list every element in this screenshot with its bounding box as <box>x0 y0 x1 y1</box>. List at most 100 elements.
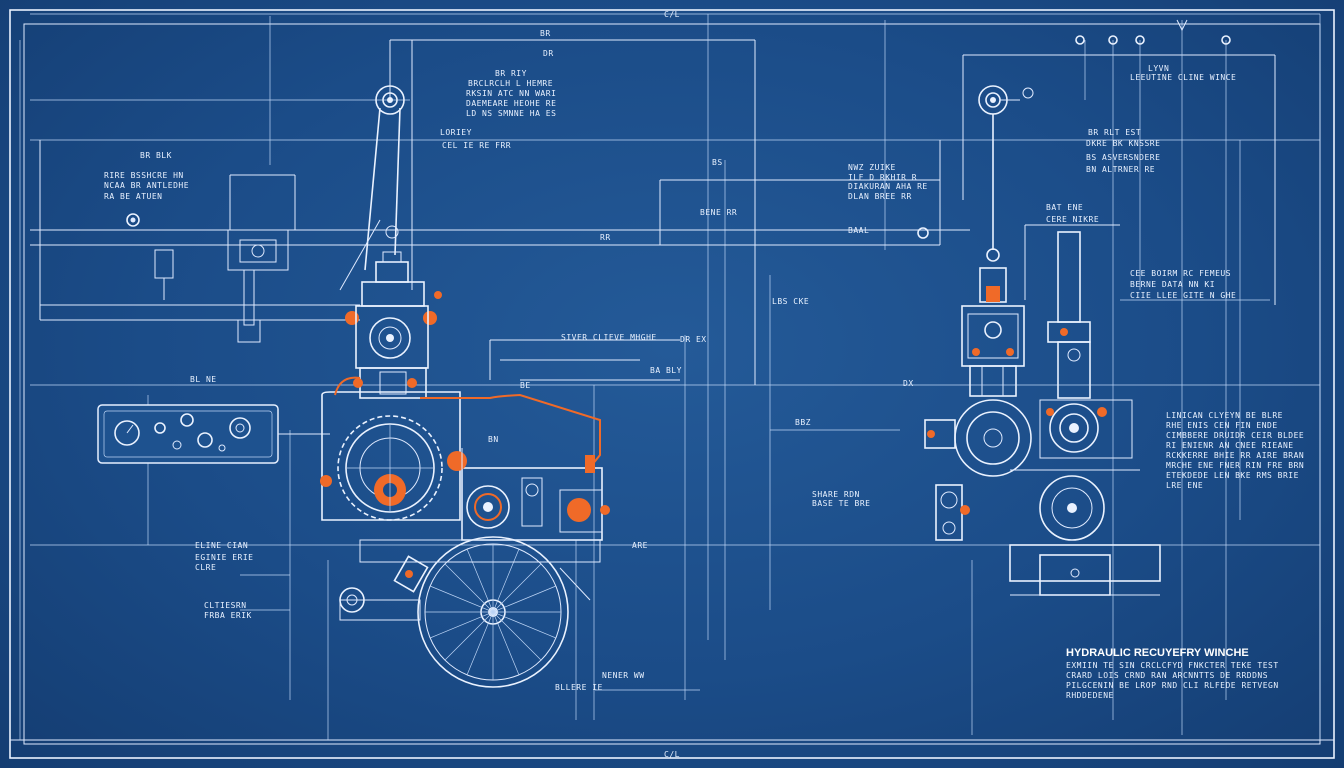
dimension-label: DX <box>903 379 914 388</box>
title-note-3: RHDDEDENE <box>1066 691 1114 700</box>
title-note-1: CRARD LOIS CRND RAN ARCNNTTS DE RRDDNS <box>1066 671 1268 680</box>
dimension-label: BE <box>520 381 531 390</box>
right-hydraulic-assembly <box>924 267 1032 541</box>
annotation-a14-line-0: SHARE RDN <box>812 490 860 499</box>
annotation-a12-line-1: FRBA ERIK <box>204 611 252 620</box>
annotation-a11-line-2: CLRE <box>195 563 216 572</box>
annotation-a2-line-0: LORIEY <box>440 128 472 137</box>
annotation-a4-line-2: DIAKURAN AHA RE <box>848 182 928 191</box>
annotation-a9-line-6: ETEKDEDE LEN BKE RMS BRIE <box>1166 471 1299 480</box>
annotation-a3-line-2: NCAA BR ANTLEDHE <box>104 181 189 190</box>
annotation-a8: CEE BOIRM RC FEMEUS BERNE DATA NN KI CII… <box>1130 269 1236 300</box>
title-note-2: PILGCENIN BE LROP RND CLI RLFEDE RETVEGN <box>1066 681 1279 690</box>
dimension-label: LBS CKE <box>772 297 809 306</box>
left-gearbox <box>321 251 461 521</box>
annotation-a9-line-2: CIMBBERE DRUIDR CEIR BLDEE <box>1166 431 1304 440</box>
annotation-a4-line-1: ILF D RKHIR R <box>848 173 917 182</box>
dimension-label: BS <box>712 158 723 167</box>
spur-gear <box>320 415 443 521</box>
annotation-a6: LYVN LEEUTINE CLINE WINCE <box>1130 64 1236 82</box>
annotation-a5-line-1: DKRE BK KNSSRE <box>1086 139 1160 148</box>
annotation-a15-line-0: BENE RR <box>700 208 737 217</box>
drawing-title: HYDRAULIC RECUYEFRY WINCHE <box>1066 647 1249 659</box>
annotation-a15-line-1: BL NE <box>190 375 217 384</box>
title-block: HYDRAULIC RECUYEFRY WINCHE EXMIIN TE SIN… <box>1066 647 1279 700</box>
bottom-centerline-label: C/L <box>664 750 680 759</box>
annotation-a1-line-1: BRCLRCLH L HEMRE <box>468 79 553 88</box>
dimension-label: BR <box>540 29 551 38</box>
annotation-a7: BAT ENE CERE NIKRE <box>1046 203 1099 224</box>
annotation-a6-line-0: LYVN <box>1148 64 1169 73</box>
top-markers <box>434 19 1231 299</box>
annotation-a11-line-0: ELINE CIAN <box>195 541 248 550</box>
annotation-a15: BENE RR BL NE <box>190 208 737 384</box>
annotation-a1-line-4: LD NS SMNNE HA ES <box>466 109 556 118</box>
annotation-a8-line-2: CIIE LLEE GITE N GHE <box>1130 291 1236 300</box>
dimension-label: ARE <box>632 541 648 550</box>
annotation-a13: NENER WW BLLERE IE <box>555 671 645 692</box>
top-centerline-label: C/L <box>664 10 680 19</box>
annotation-a3-line-0: BR BLK <box>140 151 172 160</box>
annotation-a7-line-1: CERE NIKRE <box>1046 215 1099 224</box>
dimension-label: BN <box>488 435 499 444</box>
annotation-a12-line-0: CLTIESRN <box>204 601 247 610</box>
annotation-a13-line-1: BLLERE IE <box>555 683 603 692</box>
annotation-a4: NWZ ZUIKE ILF D RKHIR R DIAKURAN AHA RE … <box>848 163 928 201</box>
annotation-a3-line-3: RA BE ATUEN <box>104 192 162 201</box>
annotation-a1-line-0: BR RIY <box>495 69 527 78</box>
annotation-a14-line-1: BASE TE BRE <box>812 499 870 508</box>
annotation-a3: BR BLK RIRE BSSHCRE HN NCAA BR ANTLEDHE … <box>104 151 189 201</box>
annotation-a9-line-1: RHE ENIS CEN FIN ENDE <box>1166 421 1278 430</box>
annotation-a9-line-5: MRCHE ENE FNER RIN FRE BRN <box>1166 461 1304 470</box>
annotation-a5-line-0: BR RLT EST <box>1088 128 1141 137</box>
annotation-a1: BR RIY BRCLRCLH L HEMRE RKSIN ATC NN WAR… <box>466 69 556 118</box>
annotation-a3-line-1: RIRE BSSHCRE HN <box>104 171 184 180</box>
annotation-a10-line-0: SIVER CLIEVE MHGHE <box>561 333 657 342</box>
annotation-a4-line-3: DLAN BREE RR <box>848 192 912 201</box>
control-panel <box>97 404 330 464</box>
upper-pulley-left <box>339 85 405 291</box>
upper-pulley-right <box>917 85 1034 262</box>
annotation-a9-line-3: RI ENIENR AN CNEE RIEANE <box>1166 441 1294 450</box>
dimension-label: DR <box>543 49 554 58</box>
dimension-labels: BR DR RR BS BN BE DX BA BLY BAAL BBZ LBS… <box>488 29 914 550</box>
annotation-a2-line-1: CEL IE RE FRR <box>442 141 511 150</box>
valve-assembly-left <box>126 174 296 343</box>
annotation-a7-line-0: BAT ENE <box>1046 203 1083 212</box>
hydraulic-motor <box>334 376 610 541</box>
dimension-label: BA BLY <box>650 366 682 375</box>
annotation-a6-line-1: LEEUTINE CLINE WINCE <box>1130 73 1236 82</box>
right-flywheel <box>1010 231 1140 541</box>
annotation-a2: LORIEY CEL IE RE FRR <box>440 128 511 150</box>
border-frame <box>9 9 1335 759</box>
control-knob-icon <box>229 417 251 439</box>
dimension-label: BBZ <box>795 418 811 427</box>
large-drum <box>339 536 601 688</box>
annotation-a5: BR RLT EST DKRE BK KNSSRE BS ASVERSNDERE… <box>1086 128 1160 174</box>
annotation-a9-line-4: RCKKERRE BHIE RR AIRE BRAN <box>1166 451 1304 460</box>
dimension-label: BAAL <box>848 226 869 235</box>
annotation-a5-line-3: BN ALTRNER RE <box>1086 165 1155 174</box>
annotation-a8-line-1: BERNE DATA NN KI <box>1130 280 1215 289</box>
annotation-a1-line-3: DAEMEARE HEOHE RE <box>466 99 556 108</box>
dimension-label: RR <box>600 233 611 242</box>
annotation-a9: LINICAN CLYEYN BE BLRE RHE ENIS CEN FIN … <box>1166 411 1304 490</box>
mounting-base <box>1009 544 1161 596</box>
pressure-gauge-icon <box>114 420 140 446</box>
dimension-label: DR EX <box>680 335 707 344</box>
annotation-a9-line-0: LINICAN CLYEYN BE BLRE <box>1166 411 1283 420</box>
annotation-a8-line-0: CEE BOIRM RC FEMEUS <box>1130 269 1231 278</box>
annotation-a12: CLTIESRN FRBA ERIK <box>204 601 252 620</box>
annotation-a13-line-0: NENER WW <box>602 671 645 680</box>
leader-lines <box>19 14 1321 740</box>
annotation-a9-line-7: LRE ENE <box>1166 481 1203 490</box>
annotation-a10: SIVER CLIEVE MHGHE <box>561 333 657 342</box>
annotation-a1-line-2: RKSIN ATC NN WARI <box>466 89 556 98</box>
title-note-0: EXMIIN TE SIN CRCLCFYD FNKCTER TEKE TEST <box>1066 661 1279 670</box>
annotation-a11-line-1: EGINIE ERIE <box>195 553 253 562</box>
annotation-a14: SHARE RDN BASE TE BRE <box>812 490 870 508</box>
annotation-a11: ELINE CIAN EGINIE ERIE CLRE <box>195 541 253 572</box>
annotation-a4-line-0: NWZ ZUIKE <box>848 163 896 172</box>
